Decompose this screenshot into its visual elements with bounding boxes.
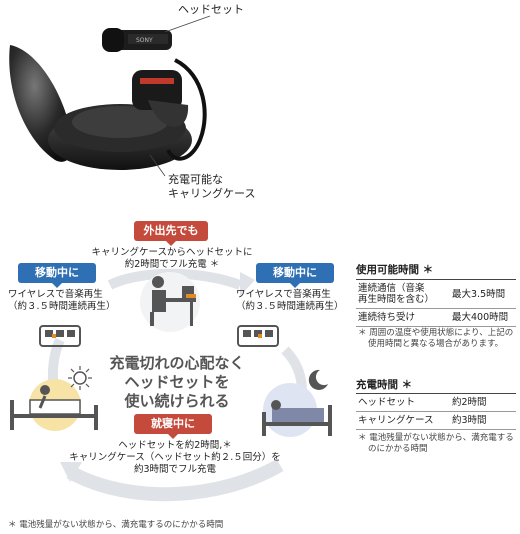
moving-left-text: ワイヤレスで音楽再生 （約３.５時間連続再生）	[8, 289, 116, 313]
outing-text: キャリングケースからヘッドセットに 約2時間でフル充電 ＊	[80, 247, 264, 271]
desk-scene	[140, 272, 200, 332]
usage-row1-value: 最大3.5時間	[450, 279, 516, 309]
center-message-line1: 充電切れの心配なく	[109, 354, 245, 372]
usage-row1-label-line2: 再生時間を含む）	[358, 294, 435, 305]
center-message: 充電切れの心配なく ヘッドセットを 使い続けられる	[92, 354, 262, 411]
train-right-icon	[237, 325, 279, 347]
charge-time-title: 充電時間 ＊	[356, 379, 413, 391]
table-row: 連続通信（音楽 再生時間を含む） 最大3.5時間	[356, 279, 516, 309]
table-row: キャリングケース 約3時間	[356, 411, 516, 430]
charge-time-note: ＊ 電池残量がない状態から、満充電する のにかかる時間	[358, 433, 514, 455]
outing-line2: 約2時間でフル充電 ＊	[124, 259, 220, 270]
charge-row1-value: 約2時間	[450, 393, 516, 412]
badge-moving-left: 移動中に	[18, 263, 96, 288]
usage-row1-label: 連続通信（音楽 再生時間を含む）	[356, 279, 450, 309]
usage-time-title: 使用可能時間 ＊	[356, 264, 434, 276]
moving-left-line2: （約３.５時間連続再生）	[8, 301, 116, 312]
callout-headset: ヘッドセット	[178, 3, 244, 16]
sleeping-line2: キャリングケース（ヘッドセット約２.５回分）を	[69, 452, 281, 463]
charge-note-line1: ＊ 電池残量がない状態から、満充電する	[358, 433, 514, 443]
sleeping-line1: ヘッドセットを約2時間,＊	[118, 440, 232, 451]
charge-row2-label: キャリングケース	[356, 411, 450, 430]
charge-note-line2: のにかかる時間	[368, 444, 428, 454]
charge-time-table: ヘッドセット 約2時間 キャリングケース 約3時間	[356, 393, 516, 430]
usage-time-note: ＊ 周囲の温度や使用状態により、上記の 使用時間と異なる場合があります。	[358, 328, 513, 350]
moving-left-line1: ワイヤレスで音楽再生	[8, 289, 103, 300]
product-illustration: SONY	[9, 28, 207, 170]
table-row: 連続待ち受け 最大400時間	[356, 308, 516, 327]
night-bed-scene	[262, 383, 332, 437]
callout-lines	[149, 15, 211, 177]
callout-case-line1: 充電可能な	[168, 173, 223, 186]
sleeping-line3: 約3時間でフル充電	[133, 464, 217, 475]
footnote: ＊ 電池残量がない状態から、満充電するのにかかる時間	[8, 520, 224, 530]
moon-icon	[308, 369, 328, 390]
sun-icon	[68, 366, 92, 390]
badge-sleeping: 就寝中に	[134, 414, 212, 439]
charge-row1-label: ヘッドセット	[356, 393, 450, 412]
usage-note-line1: ＊ 周囲の温度や使用状態により、上記の	[358, 328, 514, 338]
usage-row2-label: 連続待ち受け	[356, 308, 450, 327]
table-row: ヘッドセット 約2時間	[356, 393, 516, 412]
outing-line1: キャリングケースからヘッドセットに	[91, 247, 253, 258]
headset-brand: SONY	[136, 37, 153, 44]
callout-case: 充電可能な キャリングケース	[168, 173, 255, 201]
center-message-line3: 使い続けられる	[124, 392, 230, 410]
cable	[166, 58, 207, 161]
center-message-line2: ヘッドセットを	[124, 373, 230, 391]
moving-right-text: ワイヤレスで音楽再生 （約３.５時間連続再生）	[236, 289, 344, 313]
cycle-arrow-bottom	[66, 458, 284, 502]
charge-row2-value: 約3時間	[450, 411, 516, 430]
callout-case-line2: キャリングケース	[168, 187, 256, 200]
usage-row1-label-line1: 連続通信（音楽	[358, 283, 425, 294]
badge-outing: 外出先でも	[134, 221, 208, 246]
usage-row2-value: 最大400時間	[450, 308, 516, 327]
usage-time-table: 連続通信（音楽 再生時間を含む） 最大3.5時間 連続待ち受け 最大400時間	[356, 279, 516, 327]
usage-note-line2: 使用時間と異なる場合があります。	[368, 339, 504, 349]
train-left-icon	[39, 325, 81, 347]
sleeping-text: ヘッドセットを約2時間,＊ キャリングケース（ヘッドセット約２.５回分）を 約3…	[60, 440, 290, 476]
moving-right-line2: （約３.５時間連続再生）	[236, 301, 344, 312]
badge-moving-right: 移動中に	[256, 263, 334, 288]
morning-bed-scene	[10, 379, 98, 431]
cycle-diagram	[10, 268, 332, 502]
moving-right-line1: ワイヤレスで音楽再生	[236, 289, 331, 300]
